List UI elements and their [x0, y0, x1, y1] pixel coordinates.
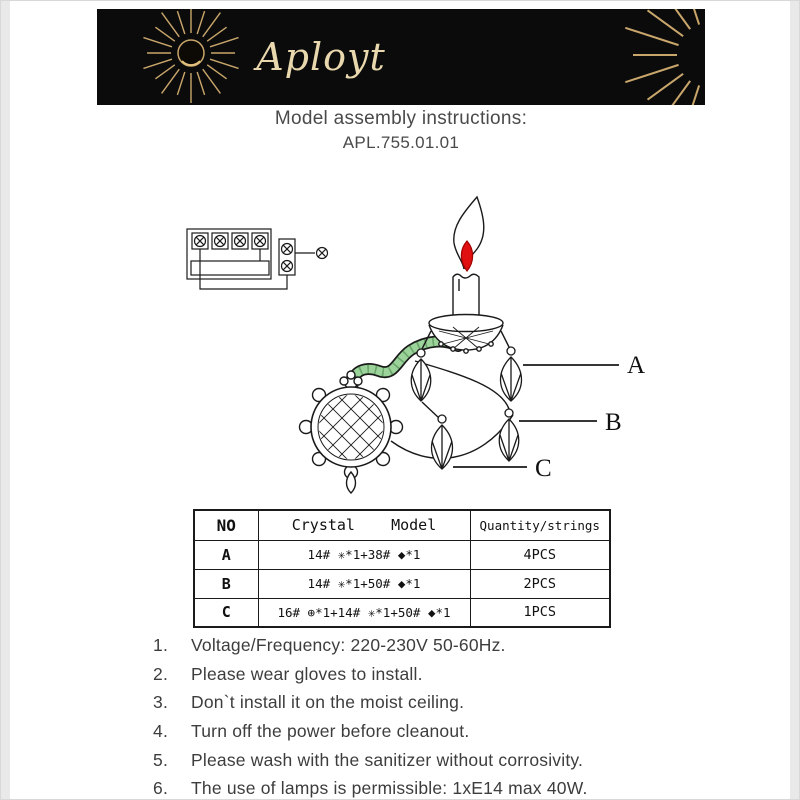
note-item: The use of lamps is permissible: 1xE14 m…: [153, 777, 763, 799]
note-item: Please wear gloves to install.: [153, 663, 763, 687]
wiring-diagram: [186, 228, 329, 290]
backplate: [298, 370, 404, 494]
note-item: Voltage/Frequency: 220-230V 50-60Hz.: [153, 634, 763, 658]
table-row: C 16# ⊕*1+14# ✳*1+50# ◆*1 1PCS: [193, 597, 611, 628]
row-a-model: 14# ✳*1+38# ◆*1: [257, 539, 471, 570]
row-b-no: B: [193, 568, 259, 599]
model-number: APL.755.01.01: [342, 133, 460, 152]
candle-body: [452, 273, 480, 320]
bobeche-rim: [428, 313, 504, 333]
brand-logo: Aployt: [256, 35, 386, 79]
page-edge-left: [1, 1, 10, 799]
page-title: Model assembly instructions:: [274, 108, 528, 129]
row-b-model: 14# ✳*1+50# ◆*1: [257, 568, 471, 599]
note-text: Turn off the power before cleanout.: [191, 720, 470, 741]
flame-red: [460, 240, 474, 272]
note-item: Turn off the power before cleanout.: [153, 720, 763, 744]
crystal-spec-table: NO Crystal Model Quantity/strings A 14# …: [193, 509, 611, 628]
crystal-string-label-a: A: [627, 352, 645, 379]
row-a-qty: 4PCS: [469, 539, 611, 570]
sconce-drawing: [298, 195, 619, 494]
note-item: Please wash with the sanitizer without c…: [153, 749, 763, 773]
page-edge-right: [790, 1, 799, 799]
row-c-no: C: [193, 597, 259, 628]
table-header-row: NO Crystal Model Quantity/strings: [193, 509, 611, 541]
row-c-model: 16# ⊕*1+14# ✳*1+50# ◆*1: [257, 597, 471, 628]
note-text: Don`t install it on the moist ceiling.: [191, 692, 465, 713]
assembly-diagram: A B C: [186, 195, 645, 494]
table-row: B 14# ✳*1+50# ◆*1 2PCS: [193, 568, 611, 599]
note-text: The use of lamps is permissible: 1xE14 m…: [191, 778, 588, 799]
instruction-notes: Voltage/Frequency: 220-230V 50-60Hz. Ple…: [153, 634, 763, 799]
crystal-string-label-b: B: [605, 409, 622, 436]
note-text: Please wash with the sanitizer without c…: [191, 749, 584, 770]
row-c-qty: 1PCS: [469, 597, 611, 628]
title-block: Model assembly instructions: APL.755.01.…: [1, 108, 799, 153]
crystal-string-label-c: C: [535, 455, 552, 482]
note-text: Voltage/Frequency: 220-230V 50-60Hz.: [191, 635, 506, 655]
table-row: A 14# ✳*1+38# ◆*1 4PCS: [193, 539, 611, 570]
brand-header: Aployt: [97, 9, 705, 105]
col-header-qty: Quantity/strings: [469, 509, 611, 541]
col-header-model: Crystal Model: [257, 509, 471, 541]
starburst-right-icon: [624, 9, 701, 105]
note-text: Please wear gloves to install.: [191, 663, 423, 684]
crystal-drops: [410, 346, 523, 470]
starburst-icon: [143, 9, 239, 103]
note-item: Don`t install it on the moist ceiling.: [153, 691, 763, 715]
row-b-qty: 2PCS: [469, 568, 611, 599]
col-header-no: NO: [193, 509, 259, 541]
row-a-no: A: [193, 539, 259, 570]
